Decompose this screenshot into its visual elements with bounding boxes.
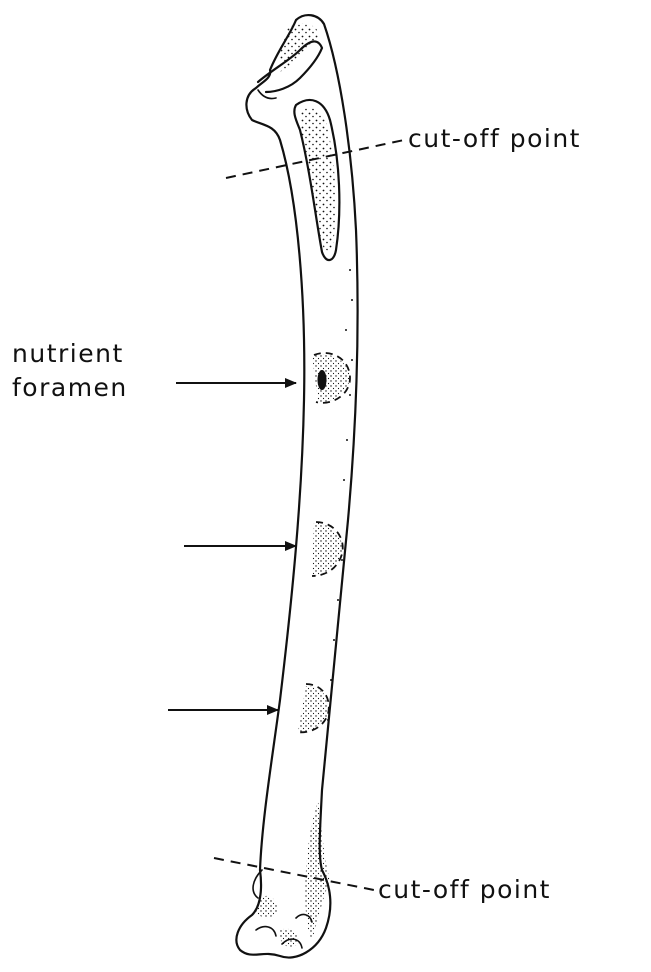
bone-stippling bbox=[256, 23, 336, 947]
nutrient-foramen bbox=[318, 370, 327, 390]
bone-outline bbox=[236, 15, 357, 957]
label-cutoff-top: cut-off point bbox=[408, 124, 581, 153]
label-cutoff-bottom: cut-off point bbox=[378, 875, 551, 904]
foramen-patch-1 bbox=[312, 353, 350, 403]
label-nutrient: nutrient bbox=[12, 339, 124, 368]
label-foramen: foramen bbox=[12, 373, 128, 402]
foramen-patch-2 bbox=[312, 522, 343, 576]
foramen-patch-3 bbox=[296, 684, 329, 732]
cutoff-line-bottom bbox=[214, 858, 374, 890]
